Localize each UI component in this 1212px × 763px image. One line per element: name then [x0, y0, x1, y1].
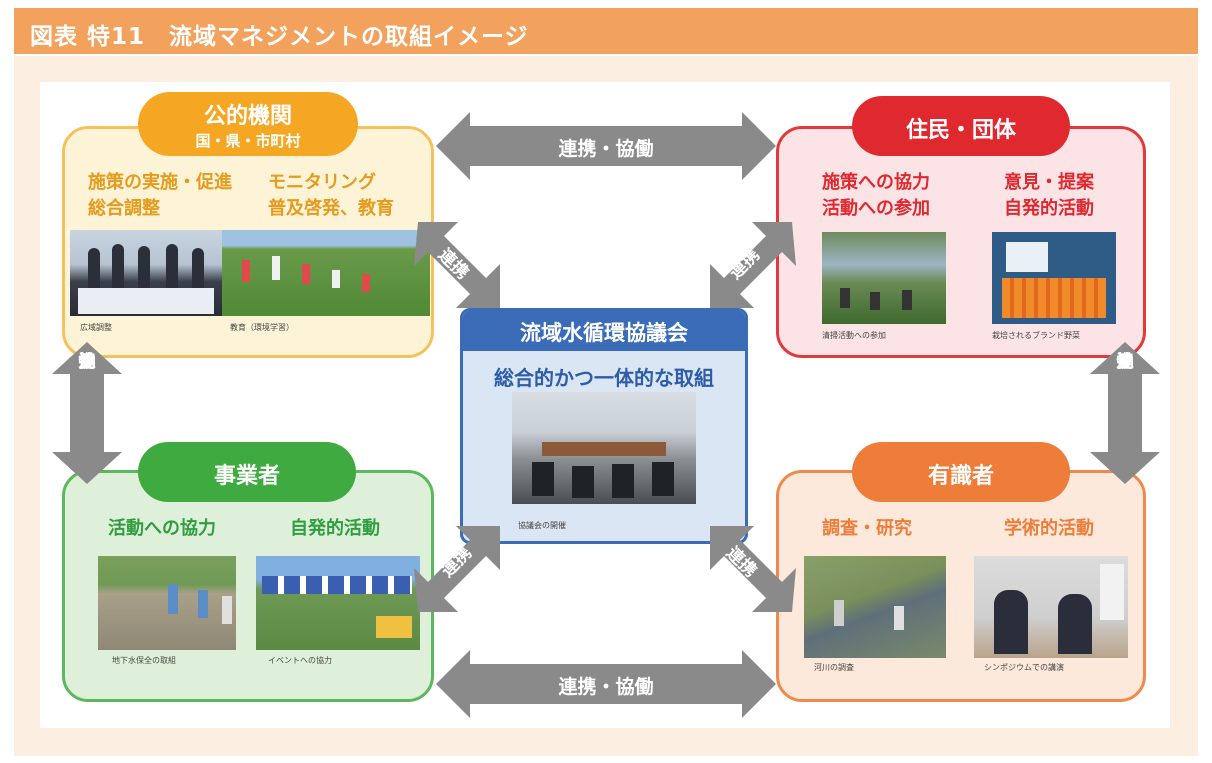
public-col2: モニタリング 普及啓発、教育 [268, 170, 394, 222]
caption-brand-vegetables: 栽培されるブランド野菜 [992, 331, 1080, 340]
council-subtitle: 総合的かつ一体的な取組 [494, 366, 714, 390]
photo-river-survey [804, 556, 946, 658]
right-arrow-char-5: 働 [1116, 352, 1134, 372]
left-arrow-char-1: 連 [78, 352, 96, 372]
left-arrow-char-2: 携 [78, 352, 96, 372]
right-arrow-char-3: ・ [1116, 352, 1134, 372]
right-arrow-char-4: 協 [1116, 352, 1134, 372]
figure-title: 図表 特11 流域マネジメントの取組イメージ [30, 24, 529, 50]
experts-col1: 調査・研究 [822, 518, 912, 539]
council-title: 流域水循環協議会 [520, 321, 688, 345]
photo-field-education [222, 230, 430, 316]
council-header: 流域水循環協議会 [463, 311, 745, 351]
residents-col2: 意見・提案 自発的活動 [1004, 170, 1094, 222]
photo-council-meeting [512, 392, 696, 504]
experts-title: 有識者 [927, 464, 994, 489]
residents-col2-line1: 意見・提案 [1004, 172, 1094, 193]
diag-arrow-top-left [414, 222, 500, 308]
photo-brand-vegetables [992, 232, 1116, 324]
top-collaboration-arrow [436, 112, 776, 180]
photo-cleanup [822, 232, 946, 324]
public-institutions-pill: 公的機関 国・県・市町村 [138, 92, 358, 156]
caption-event: イベントへの協力 [268, 656, 332, 665]
caption-cleanup: 清掃活動への参加 [822, 331, 886, 340]
bottom-collaboration-arrow [436, 650, 776, 718]
public-col2-line1: モニタリング [268, 172, 376, 193]
caption-council-meeting: 協議会の開催 [518, 521, 566, 530]
caption-environmental-education: 教育（環境学習） [230, 323, 294, 332]
public-col1-line2: 総合調整 [88, 198, 160, 219]
photo-rice-planting [98, 556, 236, 650]
caption-wide-area-coordination: 広域調整 [80, 323, 112, 332]
experts-col2: 学術的活動 [1004, 518, 1094, 539]
top-arrow-label: 連携・協働 [558, 138, 654, 160]
public-col2-line2: 普及啓発、教育 [268, 198, 394, 219]
left-arrow-char-4: 協 [78, 352, 96, 372]
business-pill: 事業者 [138, 442, 356, 502]
business-title: 事業者 [213, 464, 280, 489]
public-col1-line1: 施策の実施・促進 [88, 172, 232, 193]
residents-pill: 住民・団体 [852, 96, 1070, 156]
residents-col2-line2: 自発的活動 [1004, 198, 1094, 219]
diag-arrow-bottom-right [710, 526, 796, 612]
residents-title: 住民・団体 [905, 118, 1016, 143]
photo-signing-ceremony [70, 230, 222, 316]
left-arrow-char-5: 働 [78, 352, 96, 372]
diag-arrow-bottom-left [414, 526, 500, 612]
residents-col1-line1: 施策への協力 [822, 172, 930, 193]
caption-symposium: シンポジウムでの講演 [984, 663, 1064, 672]
photo-symposium [974, 556, 1128, 658]
experts-pill: 有識者 [852, 442, 1070, 502]
right-arrow-char-2: 携 [1116, 352, 1134, 372]
public-col1: 施策の実施・促進 総合調整 [88, 170, 232, 222]
business-col1: 活動への協力 [108, 518, 216, 539]
residents-col1-line2: 活動への参加 [822, 198, 930, 219]
right-collaboration-arrow [1090, 342, 1160, 484]
left-arrow-char-3: ・ [78, 352, 96, 372]
right-arrow-char-1: 連 [1116, 352, 1134, 372]
business-col2: 自発的活動 [290, 518, 380, 539]
bottom-arrow-label: 連携・協働 [558, 676, 654, 698]
residents-col1: 施策への協力 活動への参加 [822, 170, 930, 222]
left-collaboration-arrow [52, 342, 122, 484]
photo-event [256, 556, 420, 650]
public-institutions-subtitle: 国・県・市町村 [195, 132, 301, 150]
caption-river-survey: 河川の調査 [814, 663, 854, 672]
caption-groundwater: 地下水保全の取組 [112, 656, 176, 665]
public-institutions-title: 公的機関 [203, 104, 292, 129]
figure-header: 図表 特11 流域マネジメントの取組イメージ [14, 8, 1198, 54]
diag-arrow-top-right [710, 222, 796, 308]
